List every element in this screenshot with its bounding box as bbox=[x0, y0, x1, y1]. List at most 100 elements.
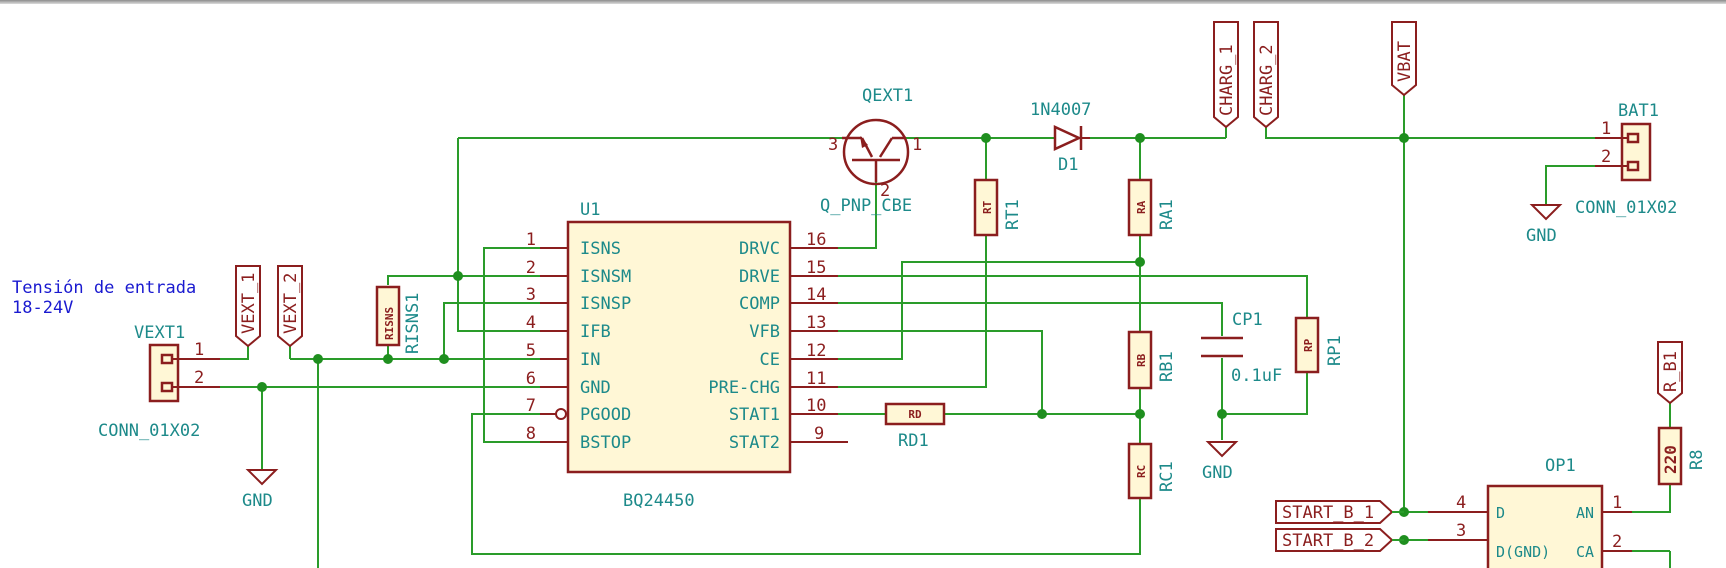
u1-pin-isnsm: ISNSM bbox=[580, 267, 631, 287]
u1-pin-pre-chg: PRE-CHG bbox=[708, 378, 780, 398]
u1-pin-in: IN bbox=[580, 350, 600, 370]
gnd-symbol-bat: GND bbox=[1526, 204, 1563, 246]
u1-pin-drvc: DRVC bbox=[739, 239, 780, 259]
u1-ic[interactable]: U1 BQ24450 1 2 3 4 5 6 7 8 ISNS ISNSM IS… bbox=[526, 200, 848, 511]
label-start-b-2-text: START_B_2 bbox=[1282, 531, 1374, 551]
op1-pin-1-num: 1 bbox=[1612, 493, 1622, 513]
u1-pin-1-num: 1 bbox=[526, 230, 536, 250]
bat1-pin-2: 2 bbox=[1601, 147, 1611, 167]
u1-pin-comp: COMP bbox=[739, 294, 780, 314]
vext1-pin-2: 2 bbox=[194, 368, 204, 388]
d1-value: 1N4007 bbox=[1030, 100, 1091, 120]
label-vext-1[interactable]: VEXT_1 bbox=[235, 265, 261, 348]
label-charg-1-text: CHARG_1 bbox=[1217, 44, 1237, 116]
r8-resistor[interactable]: 220 R8 bbox=[1657, 426, 1707, 486]
op1-pin-dgnd: D(GND) bbox=[1496, 543, 1550, 561]
qext1-value: Q_PNP_CBE bbox=[820, 196, 912, 216]
rt1-ref: RT1 bbox=[1003, 199, 1023, 230]
gnd-label-bat: GND bbox=[1526, 226, 1557, 246]
u1-pin-14-num: 14 bbox=[806, 285, 826, 305]
vext1-ref: VEXT1 bbox=[134, 323, 185, 343]
rc1-resistor[interactable]: RC RC1 bbox=[1127, 442, 1177, 500]
u1-pin-15-num: 15 bbox=[806, 258, 826, 278]
label-r-b1[interactable]: R_B1 bbox=[1657, 341, 1683, 405]
u1-pin-3-num: 3 bbox=[526, 285, 536, 305]
input-voltage-note-line1: Tensión de entrada bbox=[12, 278, 196, 298]
bat1-connector[interactable]: 1 2 BAT1 CONN_01X02 bbox=[1575, 101, 1677, 218]
op1-pin-4-num: 4 bbox=[1456, 493, 1466, 513]
rc1-value: RC bbox=[1135, 465, 1148, 478]
cp1-value: 0.1uF bbox=[1231, 366, 1282, 386]
label-charg-1[interactable]: CHARG_1 bbox=[1213, 21, 1239, 129]
cp1-capacitor[interactable]: CP1 0.1uF bbox=[1201, 310, 1282, 386]
rd1-value: RD bbox=[908, 408, 922, 421]
junctions bbox=[257, 133, 1409, 545]
rc1-ref: RC1 bbox=[1157, 461, 1177, 492]
gnd-symbol-vext: GND bbox=[242, 469, 279, 511]
gnd-label-cp1: GND bbox=[1202, 463, 1233, 483]
rt1-value: RT bbox=[981, 200, 994, 214]
u1-pin-16-num: 16 bbox=[806, 230, 826, 250]
u1-right-pins: 16 15 14 13 12 11 10 9 DRVC DRVE COMP VF… bbox=[708, 230, 848, 453]
qext1-collector-lead bbox=[878, 137, 894, 158]
input-voltage-note-line2: 18-24V bbox=[12, 298, 73, 318]
rt1-resistor[interactable]: RT RT1 bbox=[973, 178, 1023, 237]
rp1-resistor[interactable]: RP RP1 bbox=[1294, 316, 1345, 374]
qext1-body bbox=[842, 118, 910, 186]
ra1-value: RA bbox=[1135, 200, 1148, 214]
label-vext-2-text: VEXT_2 bbox=[281, 273, 301, 334]
rp1-value: RP bbox=[1302, 338, 1315, 352]
risns1-resistor[interactable]: RISNS RISNS1 bbox=[375, 285, 423, 354]
ra1-resistor[interactable]: RA RA1 bbox=[1127, 178, 1177, 237]
d1-diode[interactable]: 1N4007 D1 bbox=[1030, 100, 1091, 175]
u1-pin-ce: CE bbox=[760, 350, 780, 370]
cp1-ref: CP1 bbox=[1232, 310, 1263, 330]
u1-pin-isns: ISNS bbox=[580, 239, 621, 259]
u1-pin-4-num: 4 bbox=[526, 313, 536, 333]
op1-pin-d: D bbox=[1496, 504, 1505, 522]
vext1-body bbox=[148, 343, 180, 403]
u1-pin-vfb: VFB bbox=[749, 322, 780, 342]
window-top-edge bbox=[0, 0, 1726, 4]
op1-ref: OP1 bbox=[1545, 456, 1576, 476]
u1-pin-8-num: 8 bbox=[526, 424, 536, 444]
op1-body bbox=[1486, 484, 1604, 568]
op1-pin-ca: CA bbox=[1576, 543, 1594, 561]
d1-ref: D1 bbox=[1058, 155, 1078, 175]
u1-pin-isnsp: ISNSP bbox=[580, 294, 631, 314]
u1-pin-6-num: 6 bbox=[526, 369, 536, 389]
gnd-symbol-cp1: GND bbox=[1202, 441, 1239, 483]
vext1-value: CONN_01X02 bbox=[98, 421, 200, 441]
label-vext-2[interactable]: VEXT_2 bbox=[277, 265, 303, 348]
label-start-b-1[interactable]: START_B_1 bbox=[1275, 500, 1394, 524]
u1-pin-7-num: 7 bbox=[526, 396, 536, 416]
rb1-resistor[interactable]: RB RB1 bbox=[1127, 330, 1177, 390]
u1-pin-9-num: 9 bbox=[814, 424, 824, 444]
bat1-ref: BAT1 bbox=[1618, 101, 1659, 121]
vext1-pin-1: 1 bbox=[194, 340, 204, 360]
u1-pin-ifb: IFB bbox=[580, 322, 611, 342]
label-charg-2[interactable]: CHARG_2 bbox=[1253, 21, 1279, 129]
label-start-b-1-text: START_B_1 bbox=[1282, 503, 1374, 523]
u1-pin-2-num: 2 bbox=[526, 258, 536, 278]
rb1-value: RB bbox=[1135, 353, 1148, 367]
rb1-ref: RB1 bbox=[1157, 351, 1177, 382]
label-start-b-2[interactable]: START_B_2 bbox=[1275, 528, 1394, 552]
label-vbat[interactable]: VBAT bbox=[1391, 21, 1417, 97]
rd1-resistor[interactable]: RD RD1 bbox=[884, 402, 946, 451]
r8-ref: R8 bbox=[1687, 450, 1707, 470]
op1-optocoupler[interactable]: OP1 4 3 1 2 D D(GND) AN CA bbox=[1428, 456, 1632, 568]
u1-left-pins: 1 2 3 4 5 6 7 8 ISNS ISNSM ISNSP IFB IN … bbox=[526, 230, 631, 453]
u1-pin-12-num: 12 bbox=[806, 341, 826, 361]
vext1-connector[interactable]: 1 2 VEXT1 CONN_01X02 bbox=[98, 323, 220, 441]
u1-pin-pgood: PGOOD bbox=[580, 405, 631, 425]
u1-pin-5-num: 5 bbox=[526, 341, 536, 361]
rp1-ref: RP1 bbox=[1325, 335, 1345, 366]
u1-pin-13-num: 13 bbox=[806, 313, 826, 333]
qext1-transistor[interactable]: 3 1 2 QEXT1 Q_PNP_CBE bbox=[820, 86, 922, 216]
u1-pin-gnd: GND bbox=[580, 378, 611, 398]
label-charg-2-text: CHARG_2 bbox=[1257, 44, 1277, 116]
qext1-pin-2: 2 bbox=[880, 181, 890, 201]
ra1-ref: RA1 bbox=[1157, 199, 1177, 230]
